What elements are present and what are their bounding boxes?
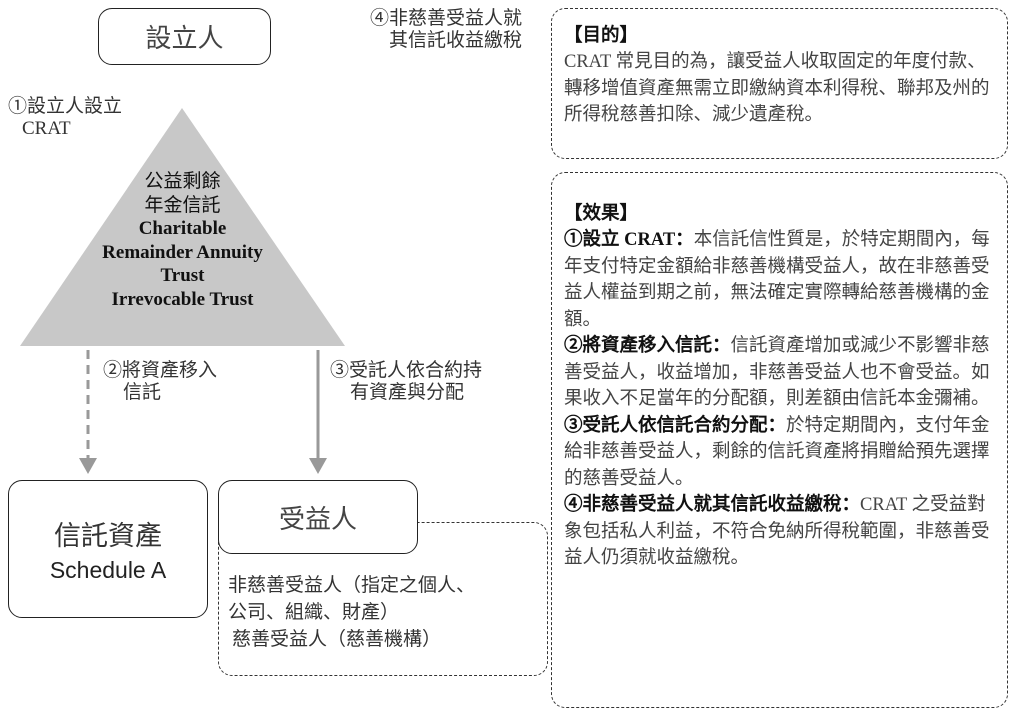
step3-label: ③受託人依合約持 有資產與分配 — [330, 360, 483, 403]
effect-item: ④非慈善受益人就其信託收益繳稅：CRAT 之受益對象包括私人利益，不符合免納所得… — [564, 495, 990, 568]
beneficiary-types: 非慈善受益人（指定之個人、 公司、組織、財產） 慈善受益人（慈善機構） — [228, 575, 476, 650]
effect-item: ①設立 CRAT：本信託信性質是，於特定期間內，每年支付特定金額給非慈善機構受益… — [564, 230, 990, 330]
effect-item: ③受託人依信託合約分配：於特定期間內，支付年金給非慈善受益人，剩餘的信託資產將捐… — [564, 415, 990, 489]
step1-label: ①設立人設立 CRAT — [8, 96, 123, 139]
dashed-arrow-head — [79, 458, 97, 474]
step4-label: ④非慈善受益人就 其信託收益繳稅 — [369, 8, 522, 51]
trust-label: 公益剩餘 年金信託 Charitable Remainder Annuity T… — [102, 171, 263, 310]
settlor-label: 設立人 — [145, 24, 224, 53]
solid-arrow-head — [309, 458, 327, 474]
settlor-box: 設立人 — [98, 8, 271, 65]
trust-assets-box: 信託資產 Schedule A — [8, 480, 208, 618]
effect-item: ②將資產移入信託：信託資產增加或減少不影響非慈善受益人，收益增加，非慈善受益人也… — [564, 336, 990, 409]
step2-label: ②將資產移入 信託 — [103, 360, 218, 403]
beneficiary-box: 受益人 — [218, 480, 418, 554]
purpose-box: 【目的】 CRAT 常見目的為，讓受益人收取固定的年度付款、轉移增值資產無需立即… — [551, 8, 1008, 159]
trust-triangle — [20, 108, 345, 346]
diagram-shapes — [20, 108, 345, 474]
effects-box: 【效果】 ①設立 CRAT：本信託信性質是，於特定期間內，每年支付特定金額給非慈… — [551, 172, 1008, 708]
